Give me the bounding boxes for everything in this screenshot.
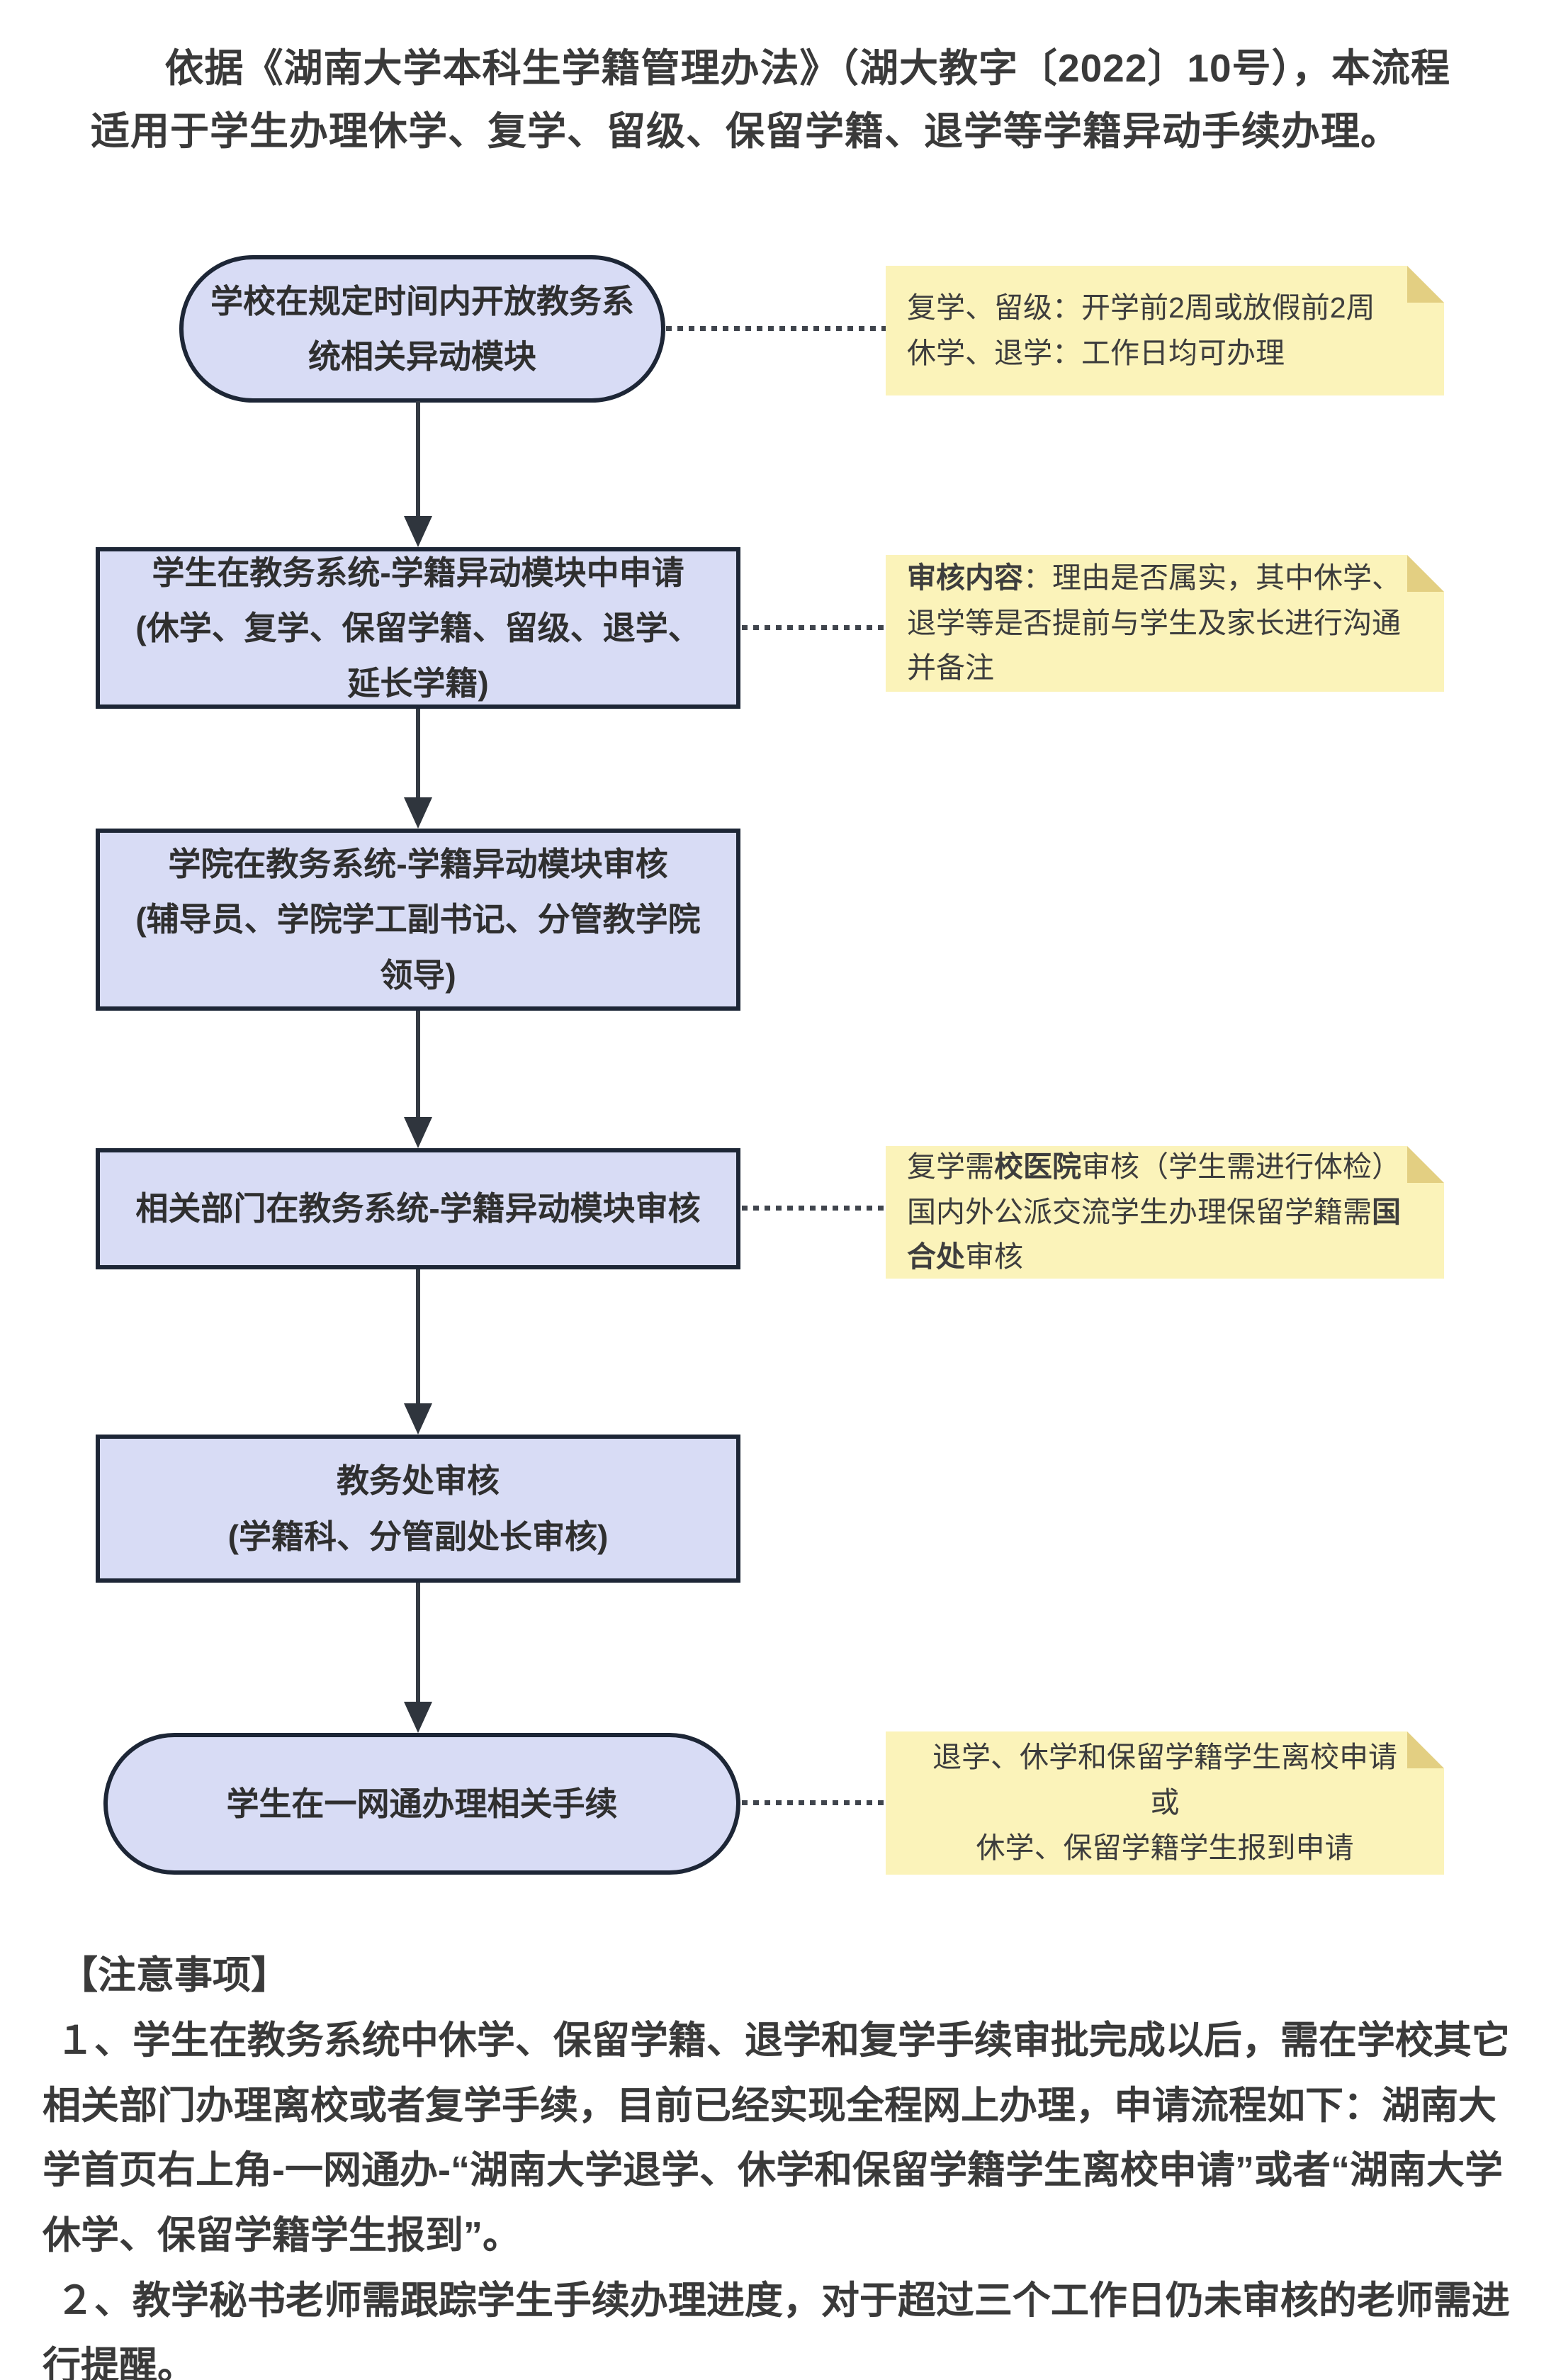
step-label-line: (辅导员、学院学工副书记、分管教学院 [135,901,701,938]
arrow-head-icon [404,797,432,829]
flow-step-registrar-review: 教务处审核 (学籍科、分管副处长审核) [96,1435,740,1583]
notice-para-1: １、学生在教务系统中休学、保留学籍、退学和复学手续审批完成以后，需在学校其它相关… [43,2019,1510,2257]
note-line: 审核内容：理由是否属实，其中休学、 [907,561,1401,594]
flow-step-student-apply: 学生在教务系统-学籍异动模块中申请 (休学、复学、保留学籍、留级、退学、 延长学… [96,547,740,709]
arrow-shaft [416,1011,420,1117]
arrow-shaft [416,1583,420,1702]
sticky-note-online-apps: 退学、休学和保留学籍学生离校申请 或 休学、保留学籍学生报到申请 [886,1731,1444,1875]
down-arrow-3 [402,1011,434,1148]
note-line: 并备注 [907,651,994,685]
dotted-connector-4 [742,1800,886,1805]
note-line: 复学、留级：开学前2周或放假前2周 [907,291,1375,324]
note-line: 休学、保留学籍学生报到申请 [976,1831,1354,1864]
note-line: 休学、退学：工作日均可办理 [907,336,1285,369]
note-line: 退学等是否提前与学生及家长进行沟通 [907,606,1401,639]
sticky-note-review-content: 审核内容：理由是否属实，其中休学、 退学等是否提前与学生及家长进行沟通 并备注 [886,555,1444,692]
notice-para-2: ２、教学秘书老师需跟踪学生手续办理进度，对于超过三个工作日仍未审核的老师需进行提… [43,2279,1510,2380]
step-label-line: 统相关异动模块 [308,338,536,375]
arrow-shaft [416,709,420,797]
notice-section: 【注意事项】 １、学生在教务系统中休学、保留学籍、退学和复学手续审批完成以后，需… [43,1943,1523,2380]
header-text: 依据《湖南大学本科生学籍管理办法》（湖大教字〔2022〕10号），本流程适用于学… [91,46,1451,154]
step-label-line: 学生在教务系统-学籍异动模块中申请 [152,554,684,591]
flow-step-open-system: 学校在规定时间内开放教务系 统相关异动模块 [179,255,665,403]
flow-step-departments-review: 相关部门在教务系统-学籍异动模块审核 [96,1148,740,1269]
step-label-line: 延长学籍) [347,665,489,702]
arrow-shaft [416,401,420,516]
note-line: 国内外公派交流学生办理保留学籍需国 [907,1195,1401,1228]
step-label-line: (学籍科、分管副处长审核) [227,1517,609,1555]
step-label-line: 学生在一网通办理相关手续 [226,1785,618,1822]
note-fold-corner-icon [1407,1731,1444,1768]
step-label-line: 领导) [380,956,456,994]
down-arrow-1 [402,401,434,547]
note-fold-corner-icon [1407,1146,1444,1183]
step-label-line: (休学、复学、保留学籍、留级、退学、 [135,609,701,646]
step-label-line: 学校在规定时间内开放教务系 [210,282,634,320]
step-label-line: 教务处审核 [337,1462,500,1500]
arrow-head-icon [404,1403,432,1435]
dotted-connector-2 [742,625,886,630]
step-label-line: 相关部门在教务系统-学籍异动模块审核 [135,1190,701,1228]
note-line: 退学、休学和保留学籍学生离校申请 [932,1741,1397,1774]
flow-step-college-review: 学院在教务系统-学籍异动模块审核 (辅导员、学院学工副书记、分管教学院 领导) [96,829,740,1011]
sticky-note-special-review: 复学需校医院审核（学生需进行体检） 国内外公派交流学生办理保留学籍需国 合处审核 [886,1146,1444,1279]
arrow-shaft [416,1269,420,1403]
flow-step-online-procedures: 学生在一网通办理相关手续 [103,1733,740,1875]
note-fold-corner-icon [1407,266,1444,303]
note-line: 复学需校医院审核（学生需进行体检） [907,1150,1401,1183]
dotted-connector-3 [742,1206,886,1211]
note-line: 合处审核 [907,1240,1023,1274]
arrow-head-icon [404,516,432,547]
step-label-line: 学院在教务系统-学籍异动模块审核 [168,846,668,883]
note-line: 或 [1150,1786,1180,1819]
note-fold-corner-icon [1407,555,1444,592]
down-arrow-5 [402,1583,434,1733]
down-arrow-2 [402,709,434,829]
sticky-note-timing: 复学、留级：开学前2周或放假前2周 休学、退学：工作日均可办理 [886,266,1444,395]
arrow-head-icon [404,1117,432,1148]
down-arrow-4 [402,1269,434,1435]
notice-heading: 【注意事项】 [60,1954,289,1997]
dotted-connector-1 [666,326,886,331]
arrow-head-icon [404,1702,432,1733]
